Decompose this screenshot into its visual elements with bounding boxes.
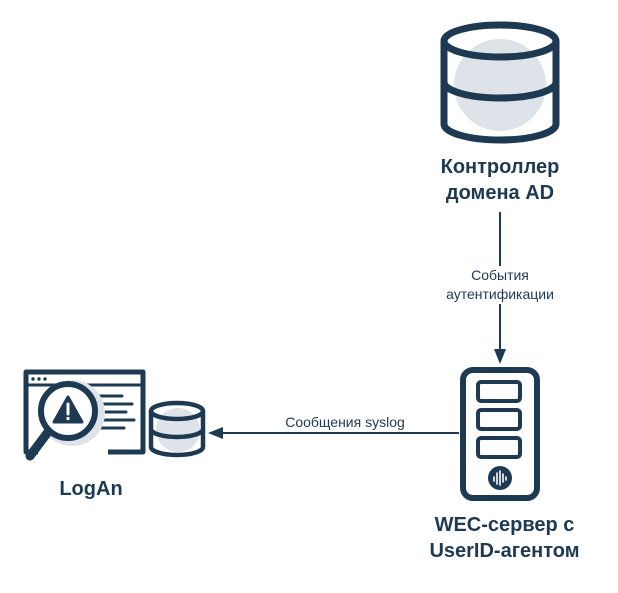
database-cylinder-band: [440, 81, 560, 102]
database-icon: [440, 21, 560, 144]
waveform-icon: [493, 470, 507, 486]
logan-label: LogAn: [59, 478, 123, 500]
wec-server-label-line1: WEC-сервер с: [434, 514, 575, 536]
edge-syslog-label: Сообщения syslog: [268, 413, 422, 432]
database-cylinder-body: [440, 41, 560, 144]
server-chassis: [460, 367, 540, 501]
database-icon-small: [148, 400, 206, 458]
domain-controller-label: Контроллер домена AD: [400, 154, 600, 206]
edge-auth-label-line1: События: [471, 267, 529, 283]
domain-controller-label-line1: Контроллер: [440, 156, 560, 178]
edge-auth-label-line2: аутентификации: [446, 286, 554, 302]
edge-syslog-arrowhead: [208, 427, 223, 439]
server-slot: [476, 436, 522, 459]
window-dot: [31, 377, 35, 381]
edge-syslog-connector: [208, 427, 459, 439]
small-database-body: [148, 411, 206, 458]
magnifier-handle: [25, 427, 53, 461]
window-dot: [43, 377, 47, 381]
edge-auth-label: События аутентификации: [420, 266, 580, 304]
small-database-band: [148, 428, 206, 440]
server-slot: [476, 380, 522, 403]
domain-controller-label-line2: домена AD: [445, 182, 555, 204]
server-slot: [476, 408, 522, 431]
wec-server-label-line2: UserID-агентом: [429, 540, 580, 562]
server-icon: [460, 367, 540, 501]
log-analysis-icon: [23, 369, 146, 461]
small-database-top: [148, 400, 206, 422]
database-icon-backdrop: [454, 39, 546, 131]
wec-server-label: WEC-сервер с UserID-агентом: [392, 512, 617, 564]
database-cylinder-top: [440, 21, 560, 61]
window-dot: [37, 377, 41, 381]
edge-auth-arrowhead: [494, 349, 506, 364]
warning-icon-dot: [66, 416, 70, 421]
